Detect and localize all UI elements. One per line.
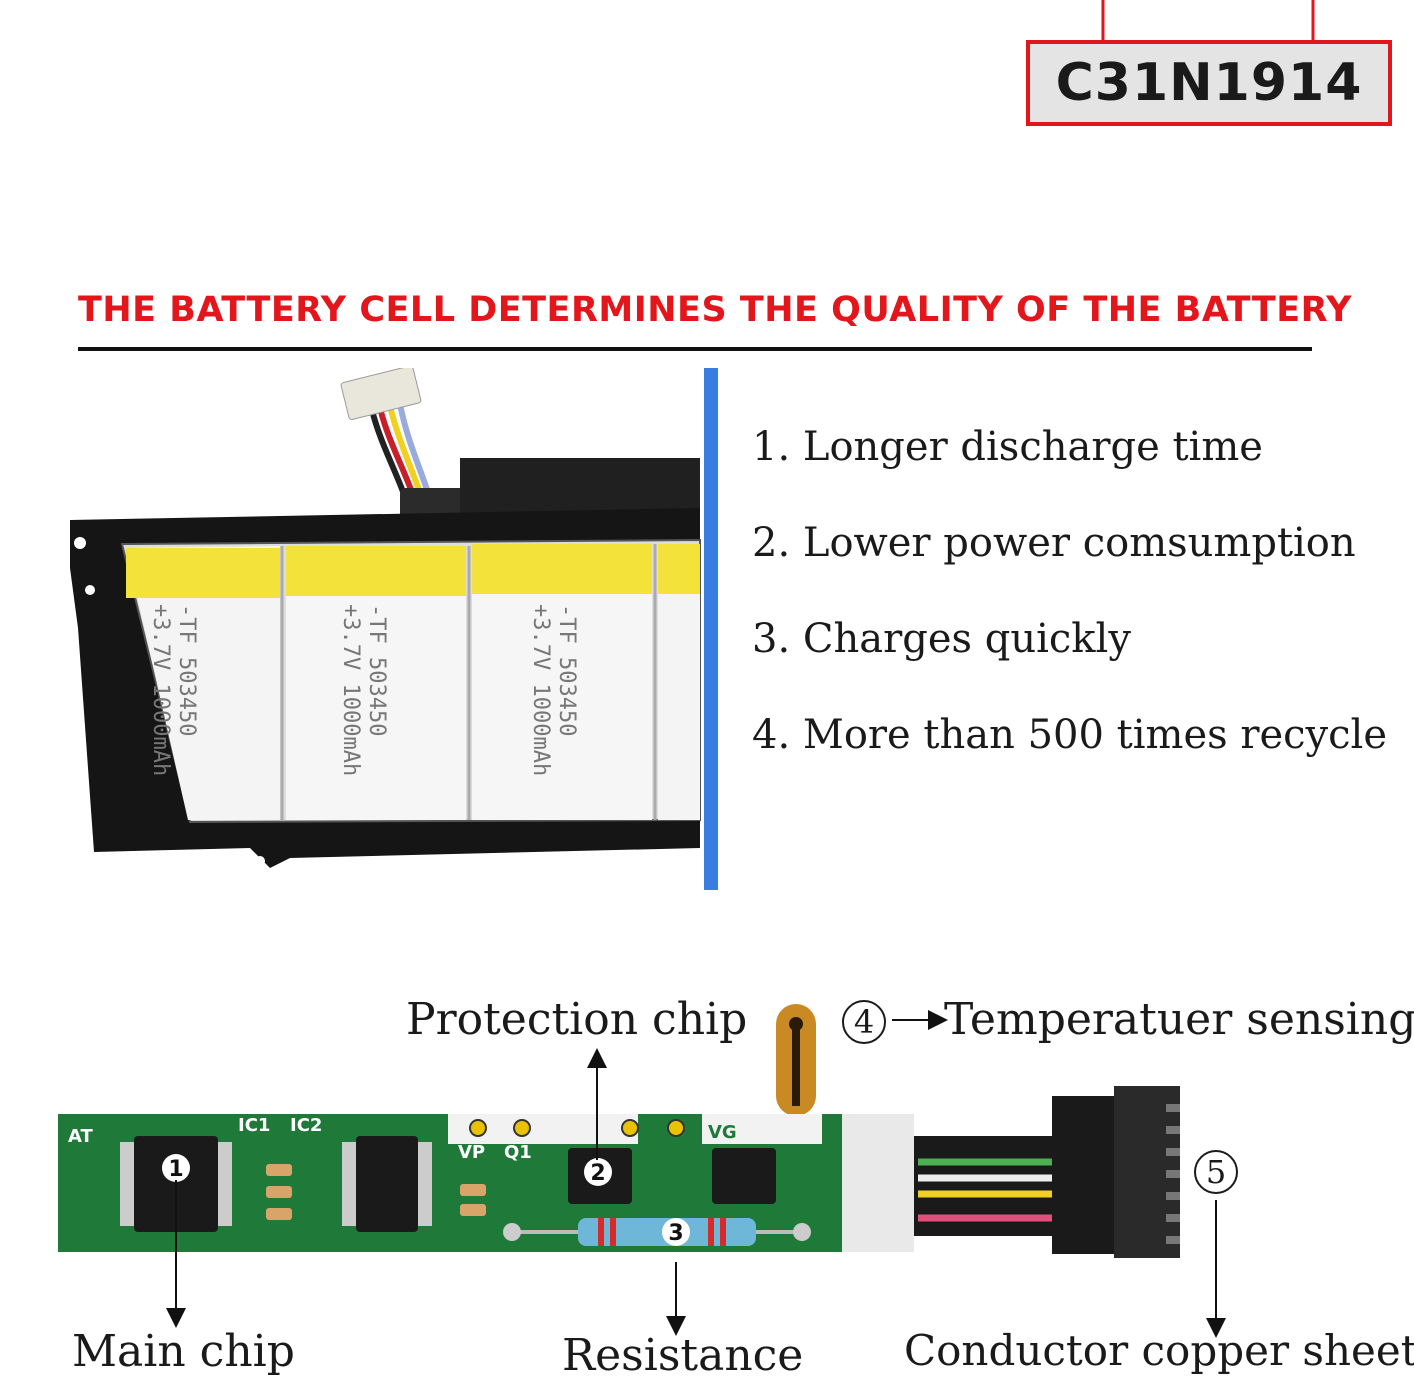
marker-1: 1 <box>168 1157 183 1182</box>
marker-2: 2 <box>590 1161 605 1186</box>
silk-at: AT <box>68 1126 94 1147</box>
silk-ic2: IC2 <box>290 1115 322 1136</box>
model-code: C31N1914 <box>1055 53 1363 113</box>
feature-item: 4. More than 500 times recycle <box>752 712 1388 758</box>
model-tag-leader-lines <box>1101 0 1315 42</box>
temperature-sensor <box>776 1004 816 1116</box>
headline: THE BATTERY CELL DETERMINES THE QUALITY … <box>78 290 1353 330</box>
cell-3-label: -TF 503450 <box>554 604 579 736</box>
connector-number-circle: 5 <box>1194 1150 1238 1194</box>
main-chip-label: Main chip <box>72 1326 295 1377</box>
headline-divider <box>78 347 1312 351</box>
battery-cable <box>340 368 700 538</box>
feature-item: 1. Longer discharge time <box>752 424 1263 470</box>
protection-board-illustration: AT IC1 IC2 VP Q1 VG <box>58 1004 1180 1258</box>
battery-pack-illustration: -TF 503450 +3.7V 1000mAh -TF 503450 +3.7… <box>70 368 701 868</box>
cell-3-spec: +3.7V 1000mAh <box>528 604 553 776</box>
cell-2-spec: +3.7V 1000mAh <box>338 604 363 776</box>
protection-chip-label: Protection chip <box>406 994 748 1045</box>
cell-2-label: -TF 503450 <box>364 604 389 736</box>
silk-q1: Q1 <box>504 1142 532 1163</box>
connector-number: 5 <box>1205 1153 1227 1191</box>
temperature-number-circle: 4 <box>842 1000 886 1044</box>
marker-3: 3 <box>668 1221 683 1246</box>
silk-vg: VG <box>708 1122 737 1143</box>
cell-1-spec: +3.7V 1000mAh <box>148 604 173 776</box>
temperature-sensing-label: Temperatuer sensing <box>944 994 1414 1045</box>
conductor-copper-sheet-label: Conductor copper sheet <box>904 1326 1414 1375</box>
second-chip <box>342 1136 432 1232</box>
silk-vp: VP <box>458 1142 485 1163</box>
battery-cells <box>126 544 700 820</box>
feature-item: 3. Charges quickly <box>752 616 1131 662</box>
model-tag: C31N1914 <box>1026 40 1392 126</box>
feature-item: 2. Lower power comsumption <box>752 520 1356 566</box>
silk-ic1: IC1 <box>238 1115 270 1136</box>
cell-1-label: -TF 503450 <box>174 604 199 736</box>
blue-divider-bar <box>704 368 718 890</box>
resistance-label: Resistance <box>562 1330 804 1381</box>
connector-wires <box>914 1086 1180 1258</box>
temperature-number: 4 <box>853 1003 875 1041</box>
